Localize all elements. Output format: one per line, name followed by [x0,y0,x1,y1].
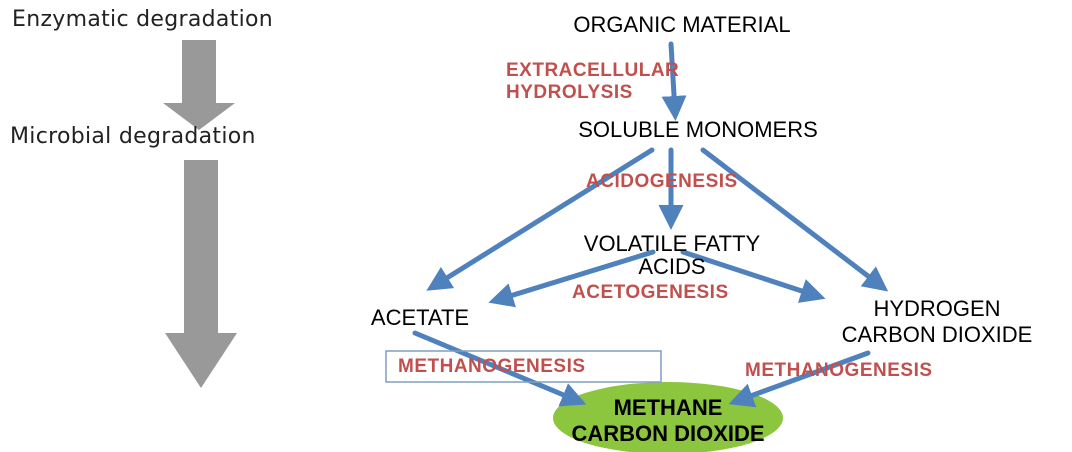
process-acetogenesis: ACETOGENESIS [572,282,729,303]
gray-down-arrow-short [163,40,235,130]
arrow-vfa-to-hydrogen [680,249,826,303]
process-methanogenesis-left: METHANOGENESIS [398,356,586,377]
arrow-vfa-to-acetate [488,249,656,308]
process-acidogenesis: ACIDOGENESIS [586,171,738,192]
final-carbon-dioxide-line: CARBON DIOXIDE [571,421,765,446]
node-acetate: ACETATE [370,305,470,330]
stage-label-microbial: Microbial degradation [10,124,256,149]
arrow-monomers-to-acetate [426,147,655,291]
gray-down-arrow-long [165,160,237,388]
process-extracellular-hydrolysis: EXTRACELLULAR HYDROLYSIS [506,60,679,104]
stage-label-enzymatic: Enzymatic degradation [12,7,274,32]
methanogenesis-box [385,350,662,383]
process-extracellular-line1: EXTRACELLULAR [506,60,680,81]
node-hydrogen-line: HYDROGEN [873,296,1001,321]
final-product-ellipse [553,382,783,452]
node-volatile-fatty-acids: VOLATILE FATTY ACIDS [537,232,807,278]
arrow-acetate-to-methane [412,330,587,407]
process-extracellular-line2: HYDROLYSIS [506,82,633,103]
node-vfa-line1: VOLATILE FATTY [583,231,761,256]
node-vfa-line2: ACIDS [638,254,706,279]
final-methane-line: METHANE [613,395,723,420]
final-product: METHANE CARBON DIOXIDE [553,395,783,447]
arrow-organic-to-monomers [661,41,687,121]
node-organic-material: ORGANIC MATERIAL [573,12,791,37]
node-hydrogen-carbon-dioxide: HYDROGEN CARBON DIOXIDE [808,297,1066,346]
node-soluble-monomers: SOLUBLE MONOMERS [578,117,818,142]
node-carbon-dioxide-line: CARBON DIOXIDE [841,322,1033,347]
arrow-monomers-to-hydrogen [700,147,889,292]
arrow-hydrogen-to-methane [728,350,871,408]
process-methanogenesis-right: METHANOGENESIS [745,360,933,381]
